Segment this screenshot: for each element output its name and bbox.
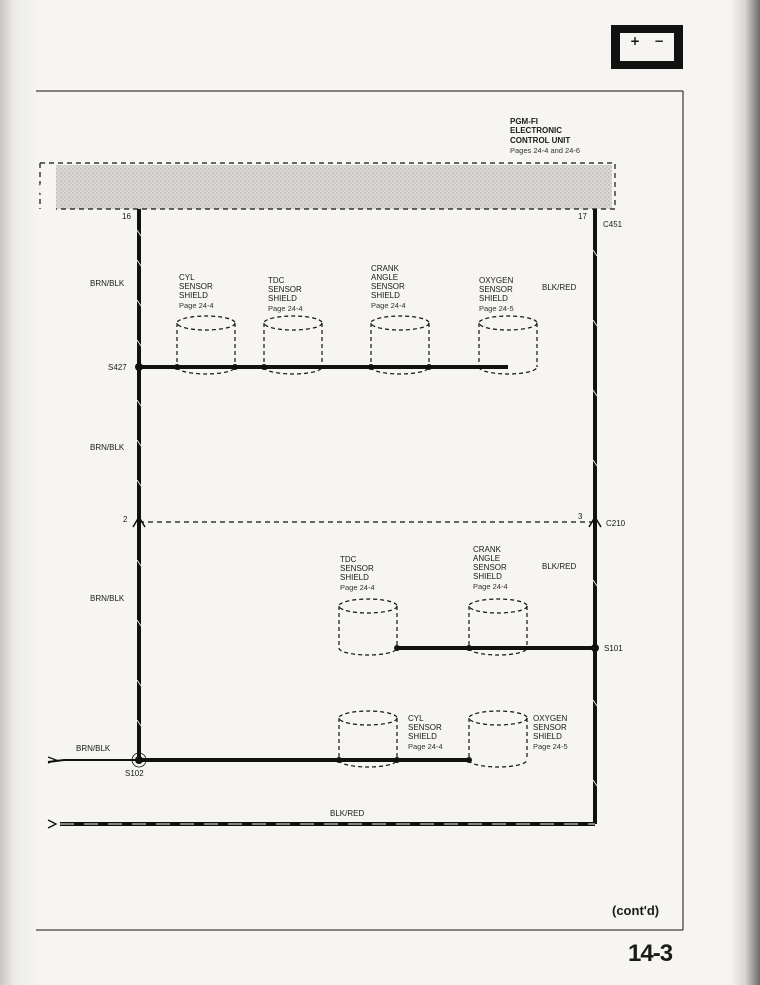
svg-text:Page 24-4: Page 24-4 bbox=[473, 582, 508, 591]
svg-text:SHIELD: SHIELD bbox=[479, 294, 508, 303]
wire-label-brn-blk-4: BRN/BLK bbox=[76, 744, 111, 753]
svg-text:SHIELD: SHIELD bbox=[533, 732, 562, 741]
svg-text:Page 24-4: Page 24-4 bbox=[340, 583, 375, 592]
svg-text:SENSOR: SENSOR bbox=[340, 564, 374, 573]
continued-label: (cont'd) bbox=[612, 903, 660, 918]
battery-plus-icon: + bbox=[630, 34, 641, 48]
svg-text:CRANK: CRANK bbox=[473, 545, 502, 554]
pin-16-label: 16 bbox=[122, 212, 131, 221]
ecu-block bbox=[36, 162, 616, 210]
svg-text:OXYGEN: OXYGEN bbox=[533, 714, 567, 723]
wire-label-blk-red-1: BLK/RED bbox=[542, 283, 576, 292]
svg-text:SENSOR: SENSOR bbox=[473, 563, 507, 572]
svg-text:SENSOR: SENSOR bbox=[371, 282, 405, 291]
battery-minus-icon: − bbox=[654, 34, 665, 48]
svg-text:TDC: TDC bbox=[268, 276, 285, 285]
wire-break-left-icon bbox=[47, 756, 58, 764]
wire-label-brn-blk-3: BRN/BLK bbox=[90, 594, 125, 603]
brn-blk-wire-exit-left bbox=[47, 759, 139, 763]
svg-text:CYL: CYL bbox=[179, 273, 195, 282]
cyl-sensor-shield-upper: CYL SENSOR SHIELD Page 24-4 bbox=[174, 273, 238, 375]
svg-text:CRANK: CRANK bbox=[371, 264, 400, 273]
cyl-sensor-shield-lower: CYL SENSOR SHIELD Page 24-4 bbox=[336, 710, 443, 768]
pin-2-label: 2 bbox=[123, 515, 128, 524]
svg-text:SHIELD: SHIELD bbox=[408, 732, 437, 741]
ecu-title-line1: PGM-FI bbox=[510, 117, 538, 126]
svg-text:Page 24-5: Page 24-5 bbox=[479, 304, 514, 313]
svg-text:SHIELD: SHIELD bbox=[179, 291, 208, 300]
svg-text:SENSOR: SENSOR bbox=[533, 723, 567, 732]
svg-text:SHIELD: SHIELD bbox=[473, 572, 502, 581]
splice-s102-label: S102 bbox=[125, 769, 144, 778]
svg-text:ANGLE: ANGLE bbox=[371, 273, 398, 282]
ecu-title-line2: ELECTRONIC bbox=[510, 126, 562, 135]
svg-text:SENSOR: SENSOR bbox=[179, 282, 213, 291]
wire-label-brn-blk-2: BRN/BLK bbox=[90, 443, 125, 452]
splice-s427-dot bbox=[135, 363, 143, 371]
tdc-sensor-shield-middle: TDC SENSOR SHIELD Page 24-4 bbox=[338, 555, 400, 656]
svg-text:Page 24-5: Page 24-5 bbox=[533, 742, 568, 751]
ecu-title-line3: CONTROL UNIT bbox=[510, 136, 570, 145]
svg-text:Page 24-4: Page 24-4 bbox=[371, 301, 406, 310]
svg-text:SENSOR: SENSOR bbox=[479, 285, 513, 294]
svg-text:SHIELD: SHIELD bbox=[268, 294, 297, 303]
svg-text:Page 24-4: Page 24-4 bbox=[408, 742, 443, 751]
crank-angle-sensor-shield-middle: CRANK ANGLE SENSOR SHIELD Page 24-4 bbox=[466, 545, 528, 656]
connector-c210-right-chevron bbox=[588, 515, 602, 528]
svg-text:CYL: CYL bbox=[408, 714, 424, 723]
wire-label-blk-red-2: BLK/RED bbox=[542, 562, 576, 571]
connector-c210-label: C210 bbox=[606, 519, 626, 528]
connector-c451-label: C451 bbox=[603, 220, 623, 229]
wire-break-bottom-icon bbox=[47, 819, 58, 829]
splice-s427-label: S427 bbox=[108, 363, 127, 372]
wire-label-brn-blk-1: BRN/BLK bbox=[90, 279, 125, 288]
svg-text:Page 24-4: Page 24-4 bbox=[179, 301, 214, 310]
wire-label-blk-red-3: BLK/RED bbox=[330, 809, 364, 818]
svg-text:SENSOR: SENSOR bbox=[268, 285, 302, 294]
connector-c210-left-chevron bbox=[132, 515, 146, 528]
svg-text:SHIELD: SHIELD bbox=[371, 291, 400, 300]
battery-icon: + − bbox=[611, 25, 683, 69]
splice-s101-label: S101 bbox=[604, 644, 623, 653]
svg-text:SENSOR: SENSOR bbox=[408, 723, 442, 732]
svg-text:TDC: TDC bbox=[340, 555, 357, 564]
crank-angle-sensor-shield-upper: CRANK ANGLE SENSOR SHIELD Page 24-4 bbox=[368, 264, 432, 375]
svg-text:Page 24-4: Page 24-4 bbox=[268, 304, 303, 313]
tdc-sensor-shield-upper: TDC SENSOR SHIELD Page 24-4 bbox=[261, 276, 323, 375]
svg-text:OXYGEN: OXYGEN bbox=[479, 276, 513, 285]
splice-s102-dot bbox=[135, 756, 143, 764]
splice-s101-dot bbox=[591, 644, 599, 652]
oxygen-sensor-shield-upper: OXYGEN SENSOR SHIELD Page 24-5 bbox=[478, 276, 538, 375]
pin-3-label: 3 bbox=[578, 512, 583, 521]
svg-text:ANGLE: ANGLE bbox=[473, 554, 500, 563]
ecu-pages: Pages 24-4 and 24-6 bbox=[510, 146, 580, 155]
page-number: 14-3 bbox=[628, 940, 673, 967]
oxygen-sensor-shield-lower: OXYGEN SENSOR SHIELD Page 24-5 bbox=[466, 710, 568, 768]
svg-text:SHIELD: SHIELD bbox=[340, 573, 369, 582]
pin-17-label: 17 bbox=[578, 212, 587, 221]
